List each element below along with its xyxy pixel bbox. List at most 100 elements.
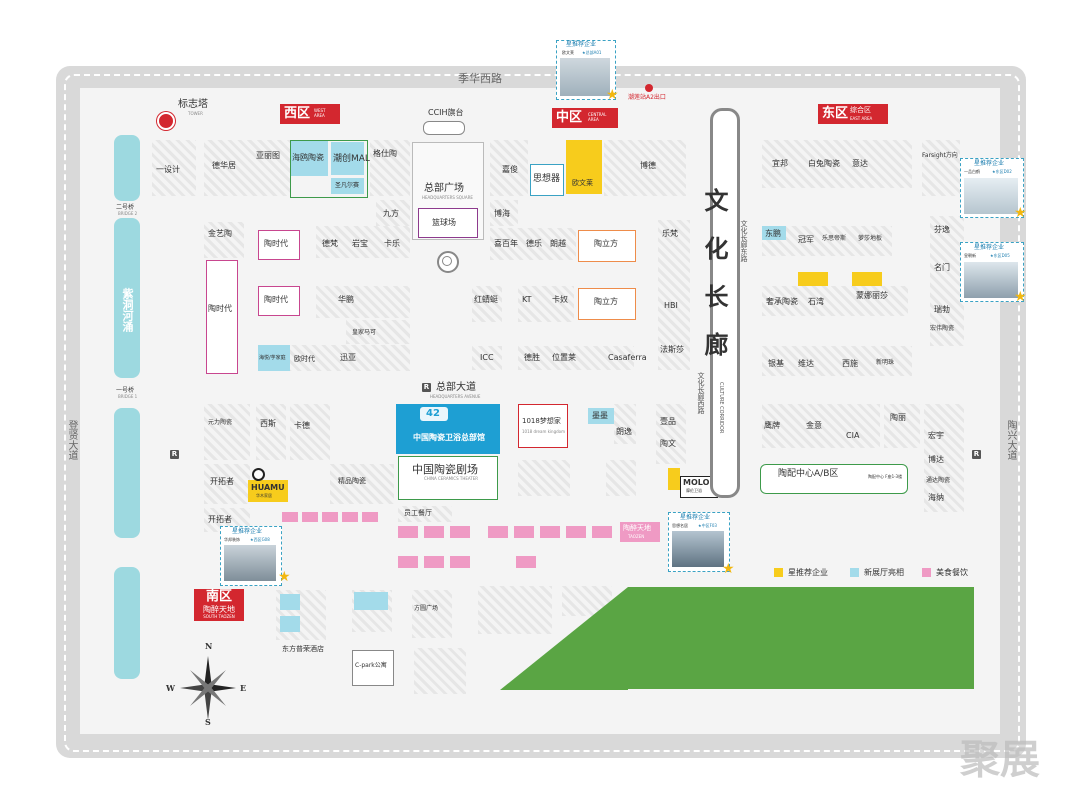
- south-block-f[interactable]: [414, 648, 466, 694]
- west-block-k[interactable]: [256, 404, 286, 460]
- food-row-1[interactable]: [398, 526, 418, 538]
- west-food-1[interactable]: [282, 512, 298, 522]
- east-block-g[interactable]: [762, 404, 880, 448]
- west-mall-box[interactable]: [290, 140, 368, 198]
- west-block-e[interactable]: [204, 222, 244, 258]
- taozen-block[interactable]: [620, 522, 660, 542]
- west-unit-10: 陶时代: [264, 239, 288, 248]
- central-block-m[interactable]: [656, 404, 686, 464]
- dream-kingdom[interactable]: [518, 404, 568, 448]
- food-row-5[interactable]: [514, 526, 534, 538]
- central-block-h[interactable]: [472, 346, 502, 370]
- central-block-i[interactable]: [658, 220, 690, 370]
- cpark-label: C-park公寓: [355, 662, 387, 669]
- central-block-c[interactable]: [490, 200, 518, 226]
- west-food-5[interactable]: [362, 512, 378, 522]
- rec-card-1-label: 星推荐企业: [566, 41, 597, 48]
- central-unit-23: 墨墨: [592, 411, 608, 420]
- west-unit-20: 迅亚: [340, 353, 356, 362]
- food-row-7[interactable]: [566, 526, 586, 538]
- molon-marker: [668, 468, 680, 490]
- south-new-hall-2[interactable]: [280, 616, 300, 632]
- food-row-11[interactable]: [450, 556, 470, 568]
- east-block-i[interactable]: [924, 404, 964, 512]
- south-new-hall-3[interactable]: [354, 592, 388, 610]
- east-unit-23: CIA: [846, 431, 860, 440]
- west-block-b[interactable]: [204, 140, 290, 196]
- legend-swatch-3: [922, 568, 931, 577]
- central-taocube-2[interactable]: [578, 288, 636, 320]
- east-unit-13: 名门: [934, 263, 950, 272]
- central-taocube-1[interactable]: [578, 230, 636, 262]
- west-block-l[interactable]: [290, 404, 330, 460]
- south-block-d[interactable]: [478, 586, 552, 634]
- west-unit-8: 九方: [383, 209, 399, 218]
- west-block-h[interactable]: [346, 320, 410, 344]
- west-block-g[interactable]: [316, 286, 410, 318]
- south-block-c[interactable]: [412, 590, 452, 638]
- west-new-hall-2[interactable]: [258, 345, 290, 371]
- staff-block[interactable]: [398, 506, 452, 522]
- west-taotime-3[interactable]: [258, 286, 300, 316]
- river-segment-3: [114, 408, 140, 538]
- central-block-g[interactable]: [518, 346, 634, 370]
- west-food-4[interactable]: [342, 512, 358, 522]
- west-block-j[interactable]: [204, 404, 250, 460]
- central-block-f[interactable]: [518, 286, 574, 322]
- central-block-a[interactable]: [490, 140, 528, 196]
- rec-card-2-label: 星推荐企业: [974, 160, 1005, 167]
- central-new-hall[interactable]: [588, 408, 614, 424]
- food-row-4[interactable]: [488, 526, 508, 538]
- west-taotime-1[interactable]: [258, 230, 300, 260]
- west-block-c[interactable]: [370, 140, 410, 196]
- basketball-court[interactable]: [418, 208, 478, 238]
- east-block-a[interactable]: [762, 140, 912, 188]
- central-block-k[interactable]: [518, 460, 570, 496]
- food-row-12[interactable]: [516, 556, 536, 568]
- hq-pavilion[interactable]: [396, 404, 500, 454]
- east-block-d[interactable]: [762, 286, 908, 316]
- taozen-label: 陶醉天地: [623, 524, 651, 532]
- west-block-d[interactable]: [376, 200, 410, 226]
- east-unit-9: 蒙娜丽莎: [856, 291, 888, 300]
- food-row-2[interactable]: [424, 526, 444, 538]
- food-row-10[interactable]: [424, 556, 444, 568]
- rec-card-3-photo: [964, 262, 1018, 298]
- central-block-e[interactable]: [472, 286, 502, 322]
- west-taotime-2[interactable]: [206, 260, 238, 374]
- west-block-f[interactable]: [316, 226, 410, 258]
- central-box-ouwen[interactable]: [566, 140, 602, 194]
- food-row-9[interactable]: [398, 556, 418, 568]
- east-rec-1[interactable]: [798, 272, 828, 288]
- huamu-sub: 华木家居: [256, 493, 272, 498]
- south-new-hall-1[interactable]: [280, 594, 300, 610]
- west-food-3[interactable]: [322, 512, 338, 522]
- ceramics-theater[interactable]: [398, 456, 498, 500]
- star-icon-5: ★: [722, 561, 735, 577]
- east-block-b[interactable]: [922, 140, 960, 196]
- food-row-3[interactable]: [450, 526, 470, 538]
- central-block-b[interactable]: [604, 140, 686, 196]
- central-block-j[interactable]: [614, 404, 636, 444]
- food-row-6[interactable]: [540, 526, 560, 538]
- east-block-h[interactable]: [884, 404, 920, 448]
- food-row-8[interactable]: [592, 526, 612, 538]
- central-box-sixiang[interactable]: [530, 164, 564, 196]
- west-block-a[interactable]: [152, 140, 196, 196]
- parts-center[interactable]: [760, 464, 908, 494]
- huamu-tenant[interactable]: [248, 480, 288, 502]
- cpark[interactable]: [352, 650, 394, 686]
- west-food-2[interactable]: [302, 512, 318, 522]
- west-block-m[interactable]: [204, 464, 250, 504]
- zone-central-en: CENTRAL AREA: [588, 112, 607, 122]
- east-new-hall[interactable]: [762, 226, 786, 240]
- west-block-n[interactable]: [330, 464, 394, 504]
- central-block-l[interactable]: [606, 460, 636, 496]
- central-block-d[interactable]: [490, 228, 576, 260]
- east-block-f[interactable]: [762, 346, 912, 376]
- east-block-e[interactable]: [930, 216, 964, 346]
- west-new-hall[interactable]: [290, 140, 328, 176]
- central-unit-24: 朗逸: [616, 427, 632, 436]
- east-rec-2[interactable]: [852, 272, 882, 288]
